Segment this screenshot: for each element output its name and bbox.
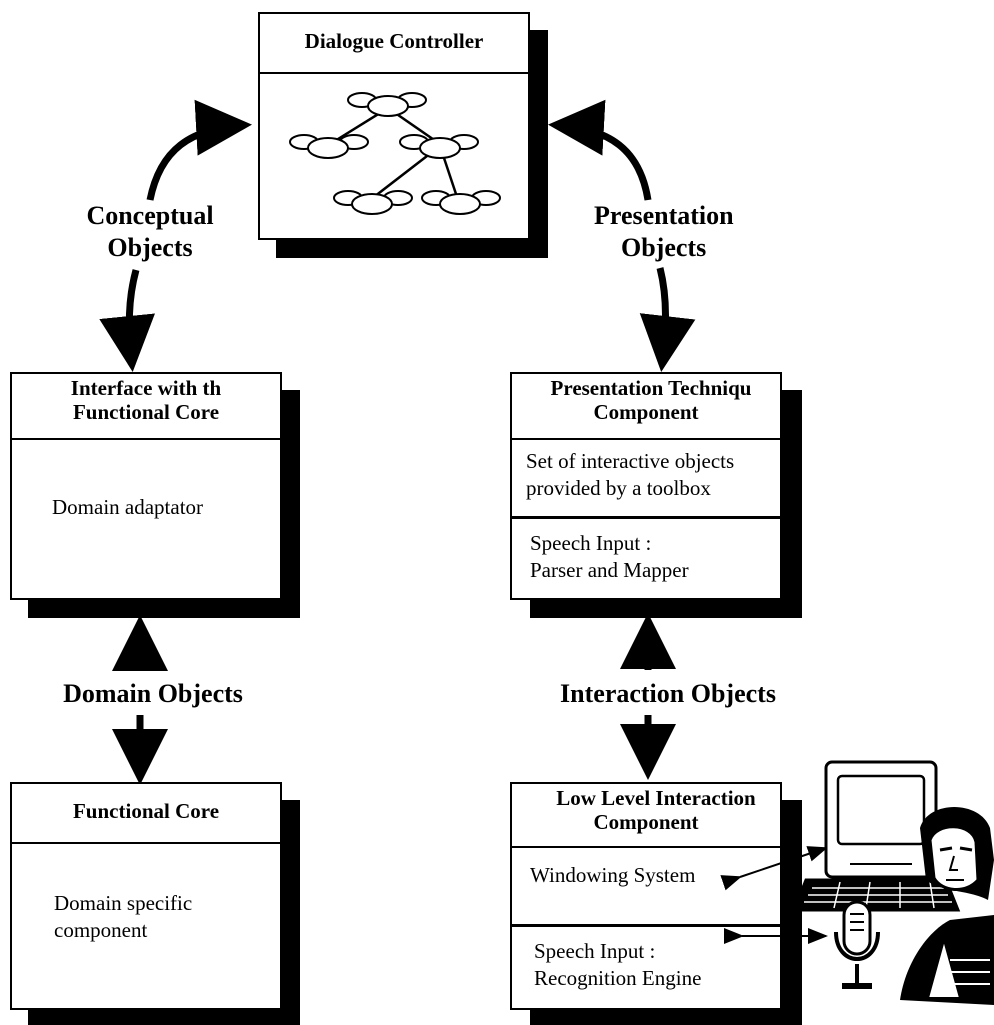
functional-core-box: Functional Core Domain specific componen… — [10, 782, 282, 1010]
dialogue-controller-title: Dialogue Controller — [260, 14, 528, 74]
toolbox-section: Set of interactive objects provided by a… — [526, 448, 780, 518]
interface-core-body: Domain adaptator — [52, 495, 204, 519]
functional-core-title: Functional Core — [12, 784, 280, 844]
dialogue-graph-icon — [289, 92, 501, 215]
presentation-technique-title-line2: Component — [593, 400, 699, 424]
low-level-title: Low Level Interaction Component — [512, 784, 780, 848]
recognition-line1: Speech Input : — [534, 939, 656, 963]
conceptual-arrow-lower — [99, 269, 155, 372]
low-level-box: Low Level Interaction Component Windowin… — [510, 782, 782, 1010]
domain-objects-label: Domain Objects — [63, 679, 243, 708]
functional-core-body: Domain specific component — [54, 890, 280, 944]
presentation-arrow-lower — [639, 267, 696, 372]
presentation-technique-title: Presentation Techniqu Component — [512, 374, 780, 440]
toolbox-line1: Set of interactive objects — [526, 449, 735, 473]
toolbox-line2: provided by a toolbox — [526, 476, 711, 500]
functional-core-body-line2: component — [54, 918, 148, 942]
conceptual-objects-label: Conceptual Objects — [60, 200, 240, 264]
presentation-technique-box: Presentation Techniqu Component Set of i… — [510, 372, 782, 600]
recognition-engine-section: Speech Input : Recognition Engine — [534, 938, 780, 992]
conceptual-label-line1: Conceptual — [86, 201, 214, 230]
conceptual-arrow-upper — [146, 99, 252, 201]
presentation-label-line2: Objects — [621, 233, 707, 262]
presentation-objects-label: Presentation Objects — [584, 200, 740, 264]
speech-parser-section: Speech Input : Parser and Mapper — [530, 530, 780, 584]
interface-core-box: Interface with th Functional Core Domain… — [10, 372, 282, 600]
interaction-objects-label: Interaction Objects — [560, 679, 776, 708]
low-level-title-line2: Component — [593, 810, 699, 834]
speech-parser-line2: Parser and Mapper — [530, 558, 689, 582]
interface-core-title-line2: Functional Core — [72, 400, 220, 424]
interface-core-title: Interface with th Functional Core — [12, 374, 280, 440]
dialogue-controller-box: Dialogue Controller — [258, 12, 530, 240]
low-level-divider — [512, 924, 780, 927]
conceptual-label-line2: Objects — [107, 233, 193, 262]
presentation-technique-title-line1: Presentation Techniqu — [550, 376, 752, 400]
functional-core-body-line1: Domain specific — [54, 891, 193, 915]
low-level-title-line1: Low Level Interaction — [556, 786, 756, 810]
presentation-arrow-upper — [548, 99, 652, 201]
interface-core-title-line1: Interface with th — [70, 376, 222, 400]
presentation-divider — [512, 516, 780, 519]
presentation-label-line1: Presentation — [594, 201, 734, 230]
recognition-line2: Recognition Engine — [534, 966, 702, 990]
speech-parser-line1: Speech Input : — [530, 531, 652, 555]
windowing-system-section: Windowing System — [530, 863, 696, 887]
